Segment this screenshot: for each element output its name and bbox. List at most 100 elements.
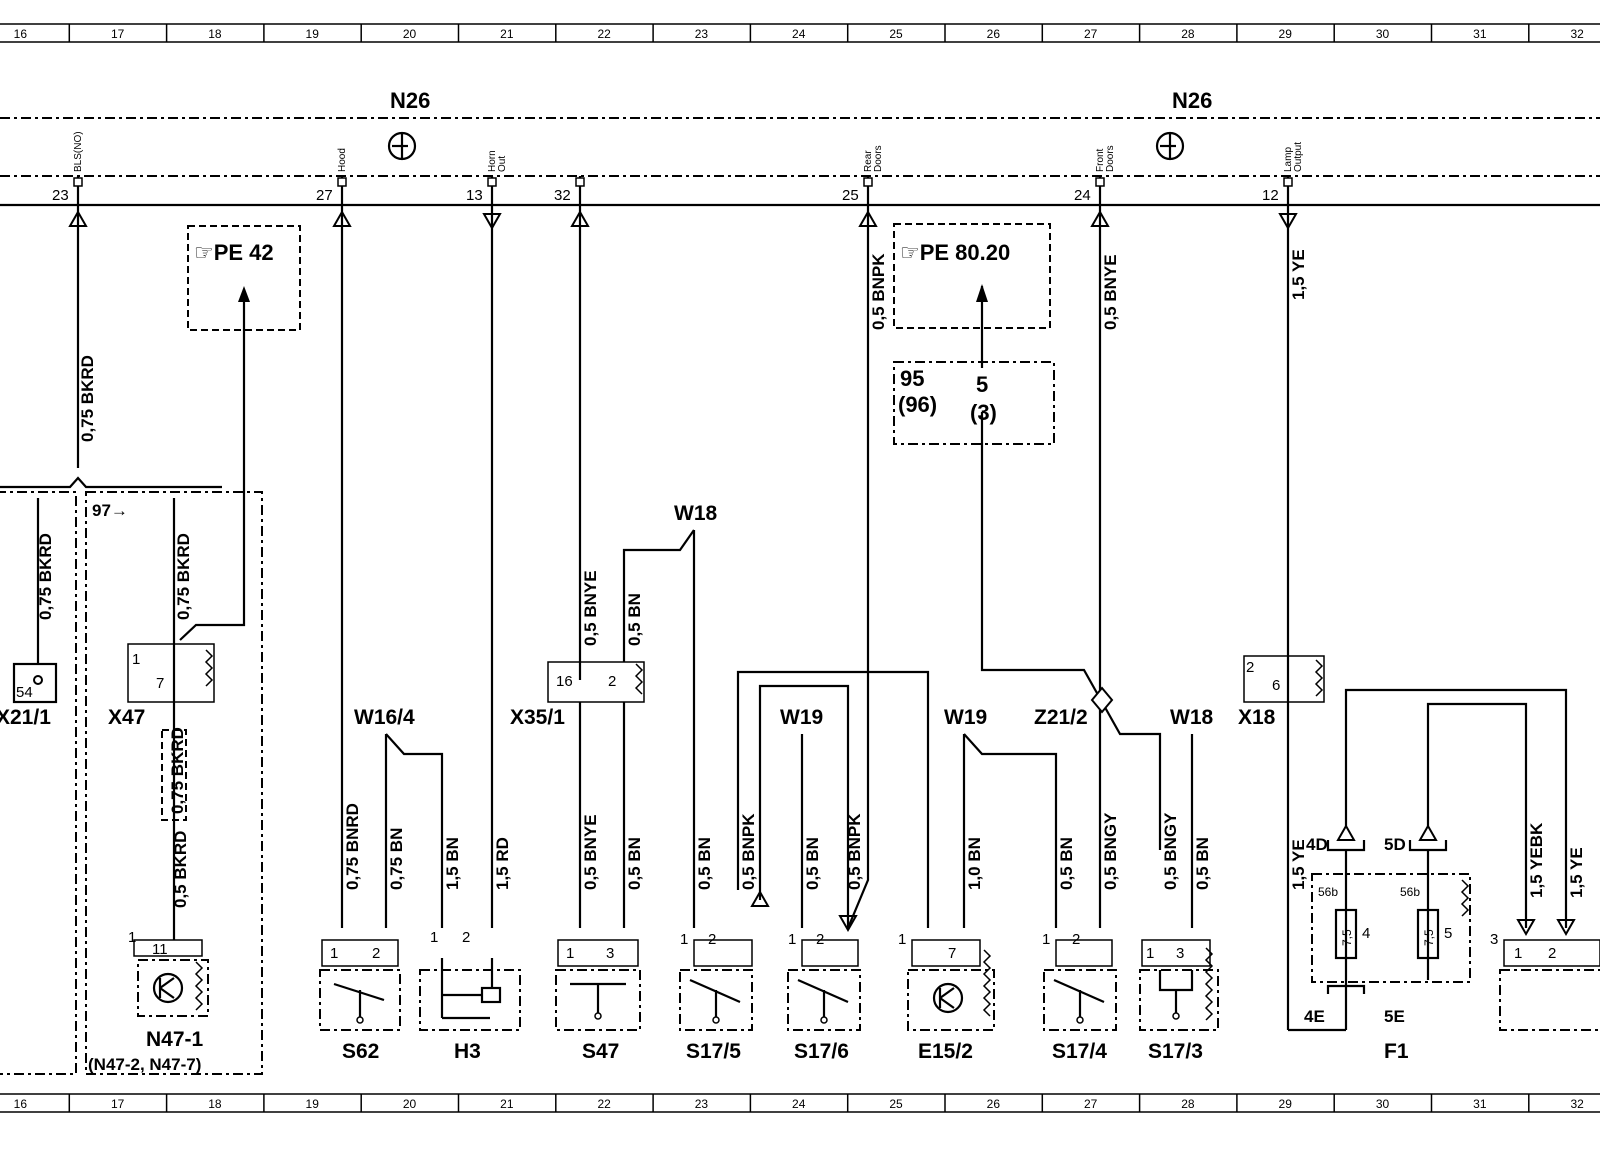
grid-column-label: 31 [1473,27,1487,41]
component-h3[interactable] [419,969,521,1031]
wire-label: 0,5 BNGY [1101,812,1120,890]
bus-pin-hood[interactable]: 27 Hood [316,148,348,205]
bus-pin-bls[interactable]: 23 BLS(NO) [52,131,84,205]
grid-column-label: 27 [1084,27,1098,41]
pin: 11 [152,941,168,958]
splice-5: 5 [976,372,988,397]
bus-pin-label: Rear [863,150,874,172]
component-f1[interactable] [1311,873,1471,983]
ref-pe42[interactable]: ☞PE 42 [194,240,274,265]
label-s47: S47 [582,1040,619,1063]
splice-box-95 [893,361,1055,445]
boundary-n47 [85,491,263,1075]
component-s47[interactable] [555,969,641,1031]
wire-label: 0,5 BN [1193,837,1212,890]
component-s17-5[interactable] [679,969,753,1031]
ref-box-pe42 [187,225,301,331]
bus-pin-label: Hood [337,148,348,172]
pin: 4D [1306,835,1328,854]
label-x35: X35/1 [510,706,565,729]
bus-pin-number: 27 [316,187,333,204]
bus-pin-label: Output [1293,142,1304,172]
splice-junction-left [0,476,222,489]
bus-pin-label: BLS(NO) [73,131,84,172]
component-s17-6[interactable] [787,969,861,1031]
grid-column-label: 27 [1084,1097,1098,1111]
component-right-partial[interactable] [1499,969,1600,1031]
wire-sleeve [161,729,187,821]
grid-column-label: 25 [889,1097,903,1111]
connector-x35 [547,661,645,703]
s62-connector [321,939,399,967]
wire-label: 0,5 BN [625,593,644,646]
bus-pin-label: Doors [1105,145,1116,172]
component-e15-2[interactable] [907,969,995,1031]
note-97: 97→ [92,501,128,520]
label-s17-3: S17/3 [1148,1040,1203,1063]
label-n47: N47-1 [146,1028,204,1051]
wire-hood [332,205,352,928]
arrow-icon [1336,823,1356,841]
pin-x35-16: 16 [556,673,573,690]
label-w19-a: W19 [780,706,823,729]
grid-column-label: 20 [403,1097,417,1111]
pin: 5E [1384,1007,1405,1026]
wire-loop-b [758,684,850,928]
pin: 2 [1072,931,1080,948]
pin: 1 [1146,945,1154,962]
label-w18-a: W18 [674,502,718,525]
connector-x21 [12,662,58,704]
s175-connector [693,939,753,967]
wire-loop-a [736,670,930,928]
pin: 2 [372,945,380,962]
wire-label: 0,5 BNYE [581,570,600,646]
label-x21: X21/1 [0,706,51,729]
arrow-icon [1556,919,1576,937]
bus-pin-number: 23 [52,187,69,204]
switch-icon [333,982,385,1024]
grid-column-label: 30 [1376,27,1390,41]
resistor-icon [194,961,204,1011]
ref-pe8020[interactable]: ☞PE 80.20 [900,240,1010,265]
connector-x18 [1243,655,1325,703]
wire-label: 1,5 YEBK [1527,822,1546,898]
ref-box-pe8020 [893,223,1051,329]
wire-w16-b [385,733,444,928]
component-s62[interactable] [319,969,401,1031]
pin-x18-2: 2 [1246,659,1254,676]
wire-label: 0,5 BNPK [739,813,758,890]
wire-lamp [1278,205,1298,1030]
component-s17-3[interactable] [1139,969,1219,1031]
pin: 1 [680,931,688,948]
pin: 1 [1514,945,1522,962]
wire-z21-branch [980,412,1162,850]
connector-x47 [127,643,215,703]
wire-label: 0,5 BN [1057,837,1076,890]
resistor-icon [982,949,992,1017]
grid-column-label: 30 [1376,1097,1390,1111]
pin: 56b [1400,885,1420,899]
component-s17-4[interactable] [1043,969,1117,1031]
wire-label: 0,5 BN [695,837,714,890]
fuse-icon [1416,908,1440,960]
pin-x18-6: 6 [1272,677,1280,694]
grid-column-label: 24 [792,27,806,41]
grid-column-label: 23 [695,1097,709,1111]
grid-column-label: 32 [1570,1097,1584,1111]
grid-column-label: 26 [987,27,1001,41]
bus-pin-p32[interactable]: 32 [554,176,585,205]
bus-pin-number: 24 [1074,187,1091,204]
wire-label: 0,5 BNYE [1101,254,1120,330]
wire-w18-a [622,529,695,662]
bus-pin-label: Out [497,156,508,172]
wire-label: 0,5 BNGY [1161,812,1180,890]
component-n47[interactable] [137,959,209,1017]
grid-column-label: 19 [306,1097,320,1111]
wire-to-pe42 [179,286,250,641]
label-x18: X18 [1238,706,1276,729]
grid-column-label: 29 [1279,27,1293,41]
